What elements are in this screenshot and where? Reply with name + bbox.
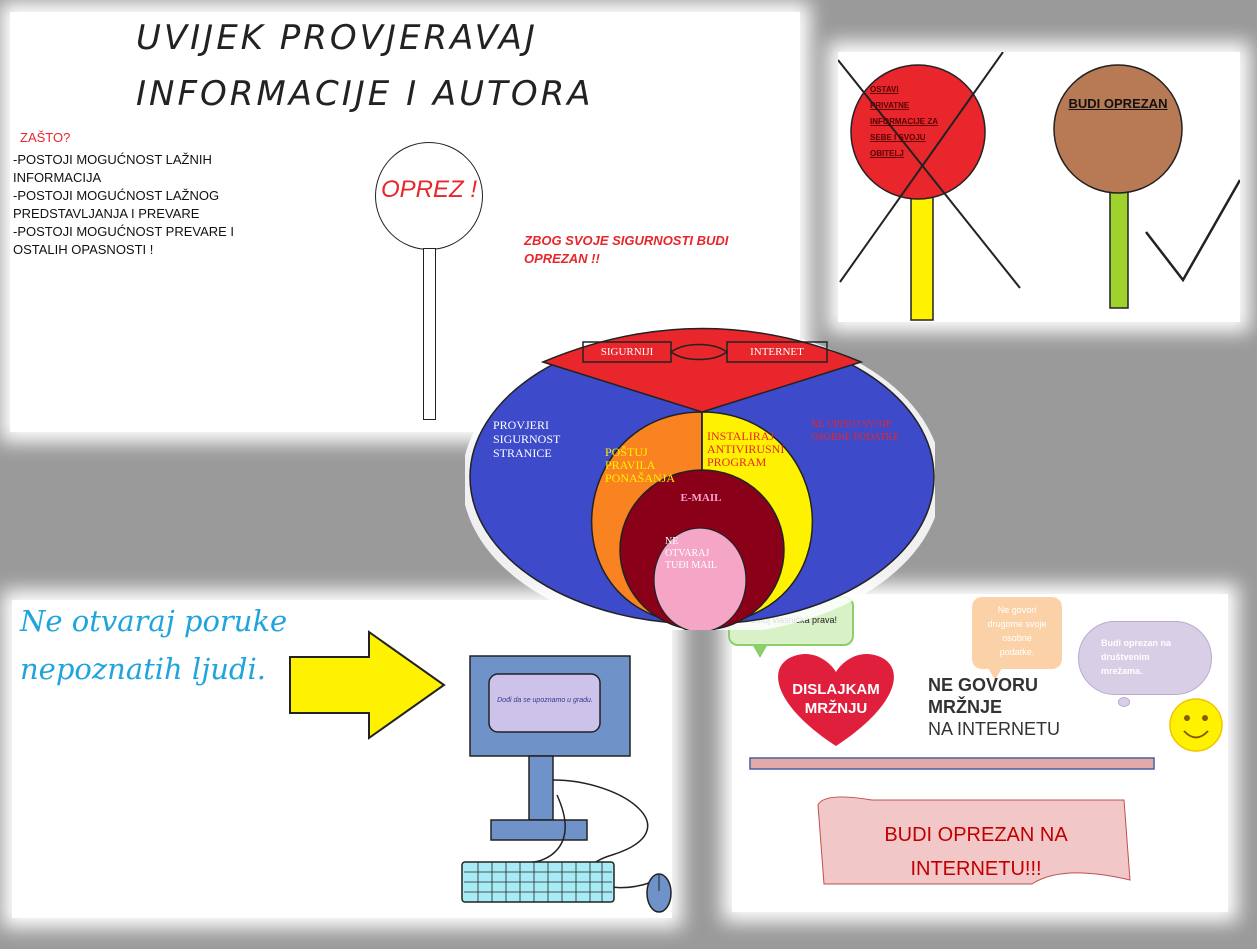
- cloud-tail-dot: [1118, 697, 1130, 707]
- bubble-orange: Ne govori drugome svoje osobne podatke.: [972, 597, 1062, 669]
- safety-warning: ZBOG SVOJE SIGURNOSTI BUDI OPREZAN !!: [524, 232, 728, 268]
- good-sign-circle: [1053, 64, 1183, 194]
- arrow-icon: [289, 630, 446, 740]
- heart-icon: [778, 654, 894, 746]
- orange-segment-text: POŠTUJ PRAVILA PONAŠANJA: [605, 446, 675, 485]
- safe-internet-diagram: [465, 325, 935, 630]
- poster-title-line1: UVIJEK PROVJERAVAJ: [136, 18, 538, 58]
- bad-sign-text: OSTAVI PRIVATNE INFORMACIJE ZA SEBE I SV…: [870, 82, 938, 162]
- reasons-list: -POSTOJI MOGUĆNOST LAŽNIH INFORMACIJA -P…: [13, 151, 234, 259]
- slogan-line2: MRŽNJE: [928, 697, 1003, 717]
- right-segment-line: OSOBNE PODATKE: [811, 432, 900, 443]
- heart-line2: MRŽNJU: [804, 700, 868, 717]
- bad-sign-line: OSTAVI: [870, 85, 899, 94]
- bubble-orange-line: Ne govori: [997, 605, 1037, 615]
- caution-sign-text: OPREZ !: [380, 176, 477, 203]
- bubble-orange-line: osobne: [1002, 633, 1032, 643]
- reason-line: -POSTOJI MOGUĆNOST PREVARE I: [13, 224, 235, 239]
- yellow-segment-line: INSTALIRAJ: [707, 429, 775, 443]
- orange-segment-line: PRAVILA: [605, 458, 656, 472]
- inner-circle-line: OTVARAJ: [665, 548, 710, 559]
- bad-sign-line: INFORMACIJE ZA: [870, 117, 938, 126]
- poster-check-info: UVIJEK PROVJERAVAJ INFORMACIJE I AUTORA …: [10, 12, 800, 432]
- connector-icon: [669, 343, 729, 361]
- left-segment-line: PROVJERI: [493, 418, 550, 432]
- bad-sign-line: PRIVATNE: [870, 101, 910, 110]
- divider-bar: [749, 757, 1155, 770]
- monitor-base: [490, 819, 588, 841]
- slogan-line1: NE GOVORU: [928, 675, 1039, 695]
- right-segment-text: NE UPISUJ SVOJE OSOBNE PODATKE: [811, 418, 899, 444]
- why-heading: ZAŠTO?: [20, 130, 71, 145]
- check-mark-icon: [1145, 179, 1240, 283]
- orange-segment-line: PONAŠANJA: [605, 471, 676, 485]
- banner-shape: [817, 796, 1131, 885]
- computer-drawing: [289, 630, 672, 913]
- right-segment-line: NE UPISUJ SVOJE: [811, 419, 893, 430]
- left-segment-line: STRANICE: [493, 446, 552, 460]
- left-segment-line: SIGURNOST: [493, 432, 561, 446]
- bad-sign-line: SEBE I SVOJU: [870, 133, 926, 142]
- hate-speech-drawing: [749, 654, 1223, 885]
- slogan-line3: NA INTERNETU: [928, 719, 1061, 739]
- monitor-screen: [488, 673, 601, 733]
- orange-segment-line: POŠTUJ: [605, 445, 648, 459]
- keyboard-keys: [464, 862, 612, 902]
- inner-circle-text: NE OTVARAJ TUĐI MAIL: [665, 536, 717, 572]
- poster-safe-internet: SIGURNIJI INTERNET PROVJERI SIGURNOST ST…: [465, 320, 935, 630]
- reason-line: -POSTOJI MOGUĆNOST LAŽNIH: [13, 152, 212, 167]
- reason-line: -POSTOJI MOGUĆNOST LAŽNOG: [13, 188, 220, 203]
- bubble-orange-line: podatke.: [999, 647, 1035, 657]
- cloud-line: mrežama.: [1101, 666, 1143, 676]
- left-segment-text: PROVJERI SIGURNOST STRANICE: [493, 418, 560, 460]
- banner-text: BUDI OPREZAN NA INTERNETU!!!: [828, 818, 1124, 886]
- banner-line1: BUDI OPREZAN NA: [884, 824, 1068, 846]
- box-left-label: SIGURNIJI: [600, 346, 654, 358]
- caption-line1: Ne otvaraj poruke: [20, 604, 288, 638]
- slogan: NE GOVORU MRŽNJE NA INTERNETU: [928, 674, 1060, 740]
- heart-line1: DISLAJKAM: [792, 681, 880, 698]
- heart-text: DISLAJKAM MRŽNJU: [782, 680, 890, 718]
- yellow-segment-text: INSTALIRAJ ANTIVIRUSNI PROGRAM: [707, 430, 784, 469]
- bubble-orange-tail: [988, 668, 1002, 680]
- poster-signs: OSTAVI PRIVATNE INFORMACIJE ZA SEBE I SV…: [838, 52, 1240, 322]
- poster-title-line2: INFORMACIJE I AUTORA: [136, 74, 594, 114]
- good-sign-text: BUDI OPREZAN: [1068, 96, 1168, 111]
- poster-hate-speech: Poštuj vlasnička prava! Ne govori drugom…: [728, 594, 1228, 912]
- yellow-segment-line: PROGRAM: [707, 455, 767, 469]
- bad-sign-line: OBITELJ: [870, 149, 904, 158]
- inner-circle-line: TUĐI MAIL: [665, 560, 717, 571]
- inner-circle-line: NE: [665, 536, 679, 547]
- safety-warning-line1: ZBOG SVOJE SIGURNOSTI BUDI: [524, 233, 729, 248]
- caution-sign-pole: [423, 248, 436, 420]
- box-right-label: INTERNET: [750, 346, 804, 358]
- cloud-line: Budi oprezan na: [1101, 638, 1172, 648]
- reason-line: OSTALIH OPASNOSTI !: [13, 242, 154, 257]
- yellow-segment-line: ANTIVIRUSNI: [707, 442, 785, 456]
- cloud-line: društvenim: [1101, 652, 1150, 662]
- banner-line2: INTERNETU!!!: [910, 858, 1042, 880]
- email-label: E-MAIL: [680, 492, 722, 504]
- poster-messages: Ne otvaraj poruke nepoznatih ljudi. Dođi…: [12, 600, 672, 918]
- smiley-icon: [1169, 698, 1223, 752]
- reason-line: INFORMACIJA: [13, 170, 102, 185]
- cloud-bubble: Budi oprezan na društvenim mrežama.: [1078, 621, 1212, 695]
- bad-sign-pole: [910, 191, 934, 321]
- top-segment: [540, 327, 864, 413]
- safety-warning-line2: OPREZAN !!: [524, 251, 600, 266]
- screen-message: Dođi da se upoznamo u gradu.: [497, 697, 593, 704]
- good-sign-pole: [1109, 189, 1129, 309]
- bad-sign-circle: [850, 64, 986, 200]
- bubble-green-tail: [752, 644, 768, 658]
- mouse-icon: [646, 873, 672, 913]
- caption-line2: nepoznatih ljudi.: [20, 652, 266, 686]
- inner-circle: [653, 527, 747, 630]
- cross-line-2: [839, 52, 1004, 283]
- reason-line: PREDSTAVLJANJA I PREVARE: [13, 206, 200, 221]
- signs-drawing: [838, 52, 1240, 321]
- cross-line-1: [838, 59, 1021, 289]
- monitor-stand: [528, 755, 554, 821]
- bubble-orange-line: drugome svoje: [987, 619, 1047, 629]
